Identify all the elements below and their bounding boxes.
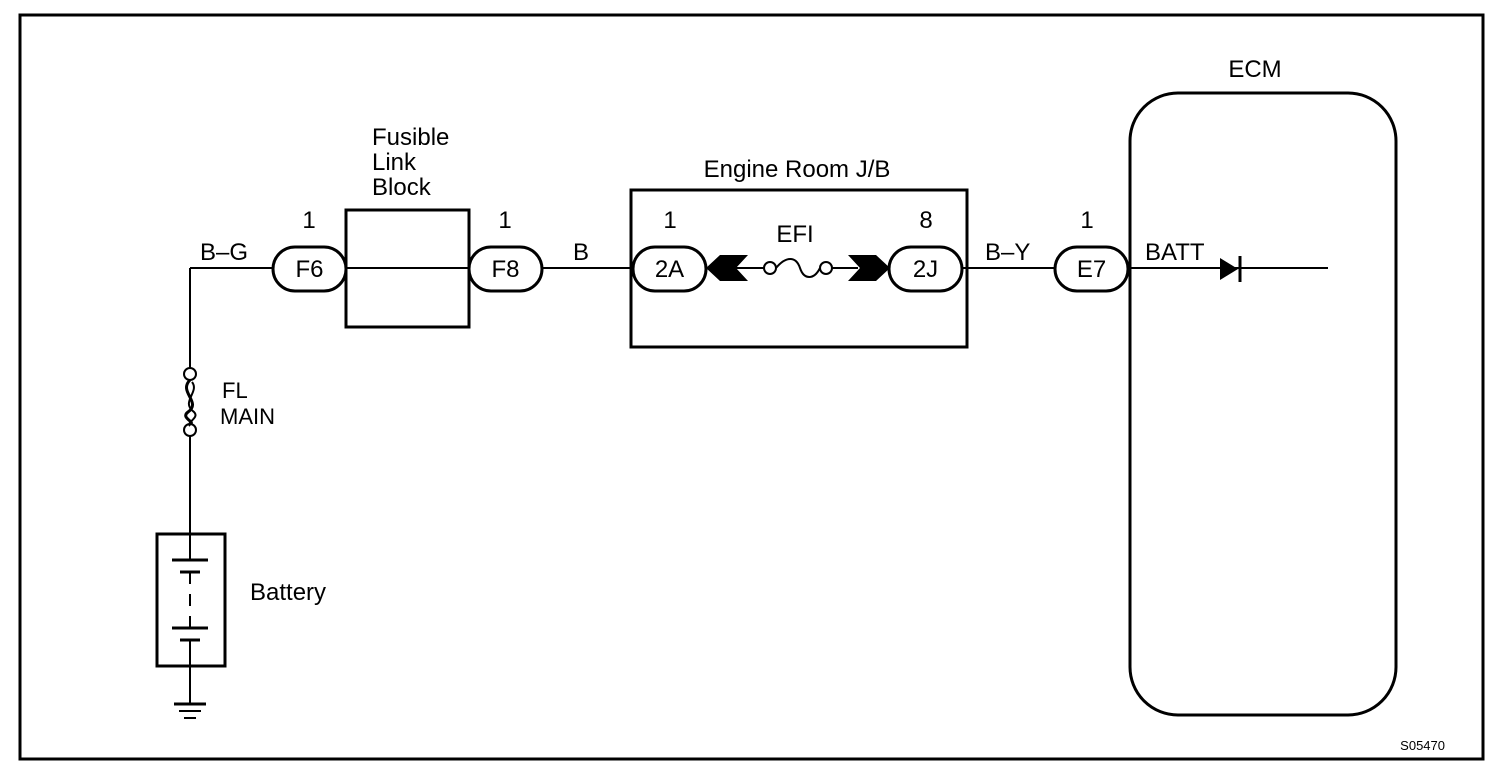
ecm-batt-label: BATT bbox=[1145, 239, 1205, 266]
fusible-link-block-label-3: Block bbox=[372, 174, 432, 201]
connector-f6-pin: 1 bbox=[302, 207, 315, 234]
figure-id: S05470 bbox=[1400, 738, 1445, 753]
diode-icon bbox=[1220, 256, 1242, 282]
connector-f6-name: F6 bbox=[295, 256, 323, 283]
efi-fuse-label: EFI bbox=[776, 221, 813, 248]
connector-e7-pin: 1 bbox=[1080, 207, 1093, 234]
ecm-box bbox=[1128, 91, 1398, 717]
fl-main-label-1: FL bbox=[222, 378, 248, 403]
diagram-frame bbox=[18, 13, 1485, 761]
wire-color-b: B bbox=[573, 239, 589, 266]
connector-f8-pin: 1 bbox=[498, 207, 511, 234]
connector-2j-name: 2J bbox=[913, 256, 938, 283]
connector-f6 bbox=[271, 245, 348, 293]
connector-2a-name: 2A bbox=[655, 256, 684, 283]
fusible-link-block-label-2: Link bbox=[372, 149, 417, 176]
fl-main-label-2: MAIN bbox=[220, 404, 275, 429]
battery-label: Battery bbox=[250, 579, 326, 606]
battery-icon bbox=[172, 534, 208, 666]
ecm-label: ECM bbox=[1228, 56, 1281, 83]
connector-2a bbox=[631, 245, 708, 293]
ground-icon bbox=[174, 666, 206, 719]
engine-room-jb-label: Engine Room J/B bbox=[704, 156, 891, 183]
wire-color-bg: B–G bbox=[200, 239, 248, 266]
fusible-link-block-label-1: Fusible bbox=[372, 124, 449, 151]
connector-f8-name: F8 bbox=[491, 256, 519, 283]
efi-fuse-icon bbox=[706, 255, 890, 281]
wire-color-by: B–Y bbox=[985, 239, 1030, 266]
fl-main-fuse-icon bbox=[183, 367, 197, 437]
connector-2j-pin: 8 bbox=[919, 207, 932, 234]
connector-e7-name: E7 bbox=[1077, 256, 1106, 283]
connector-2a-pin: 1 bbox=[663, 207, 676, 234]
